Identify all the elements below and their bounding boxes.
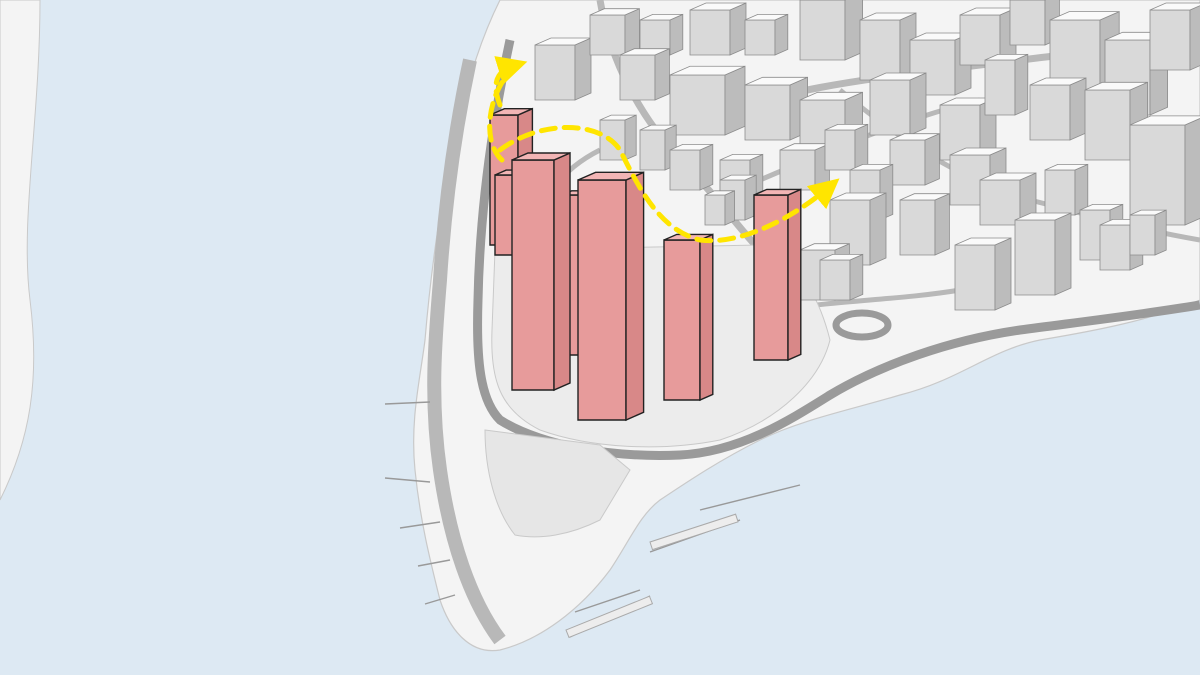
building bbox=[670, 66, 745, 135]
building bbox=[745, 77, 808, 140]
tower bbox=[512, 153, 570, 390]
building bbox=[870, 73, 926, 135]
building bbox=[820, 254, 863, 300]
building bbox=[620, 49, 669, 100]
building bbox=[1045, 164, 1088, 215]
building bbox=[985, 54, 1028, 115]
building bbox=[690, 3, 746, 55]
building bbox=[1130, 210, 1166, 255]
building bbox=[600, 115, 636, 160]
tower bbox=[664, 234, 713, 400]
building bbox=[955, 238, 1011, 310]
building bbox=[1030, 78, 1086, 140]
building bbox=[705, 191, 735, 225]
building bbox=[1015, 213, 1071, 295]
building bbox=[890, 134, 939, 185]
building bbox=[860, 13, 916, 80]
building bbox=[670, 144, 713, 190]
building bbox=[780, 144, 829, 190]
tower bbox=[578, 172, 644, 420]
building bbox=[590, 9, 639, 55]
building bbox=[900, 194, 949, 255]
building bbox=[1130, 116, 1200, 225]
building bbox=[745, 14, 788, 55]
building bbox=[800, 0, 863, 60]
building bbox=[535, 38, 591, 100]
building bbox=[825, 124, 868, 170]
building bbox=[1150, 3, 1200, 70]
